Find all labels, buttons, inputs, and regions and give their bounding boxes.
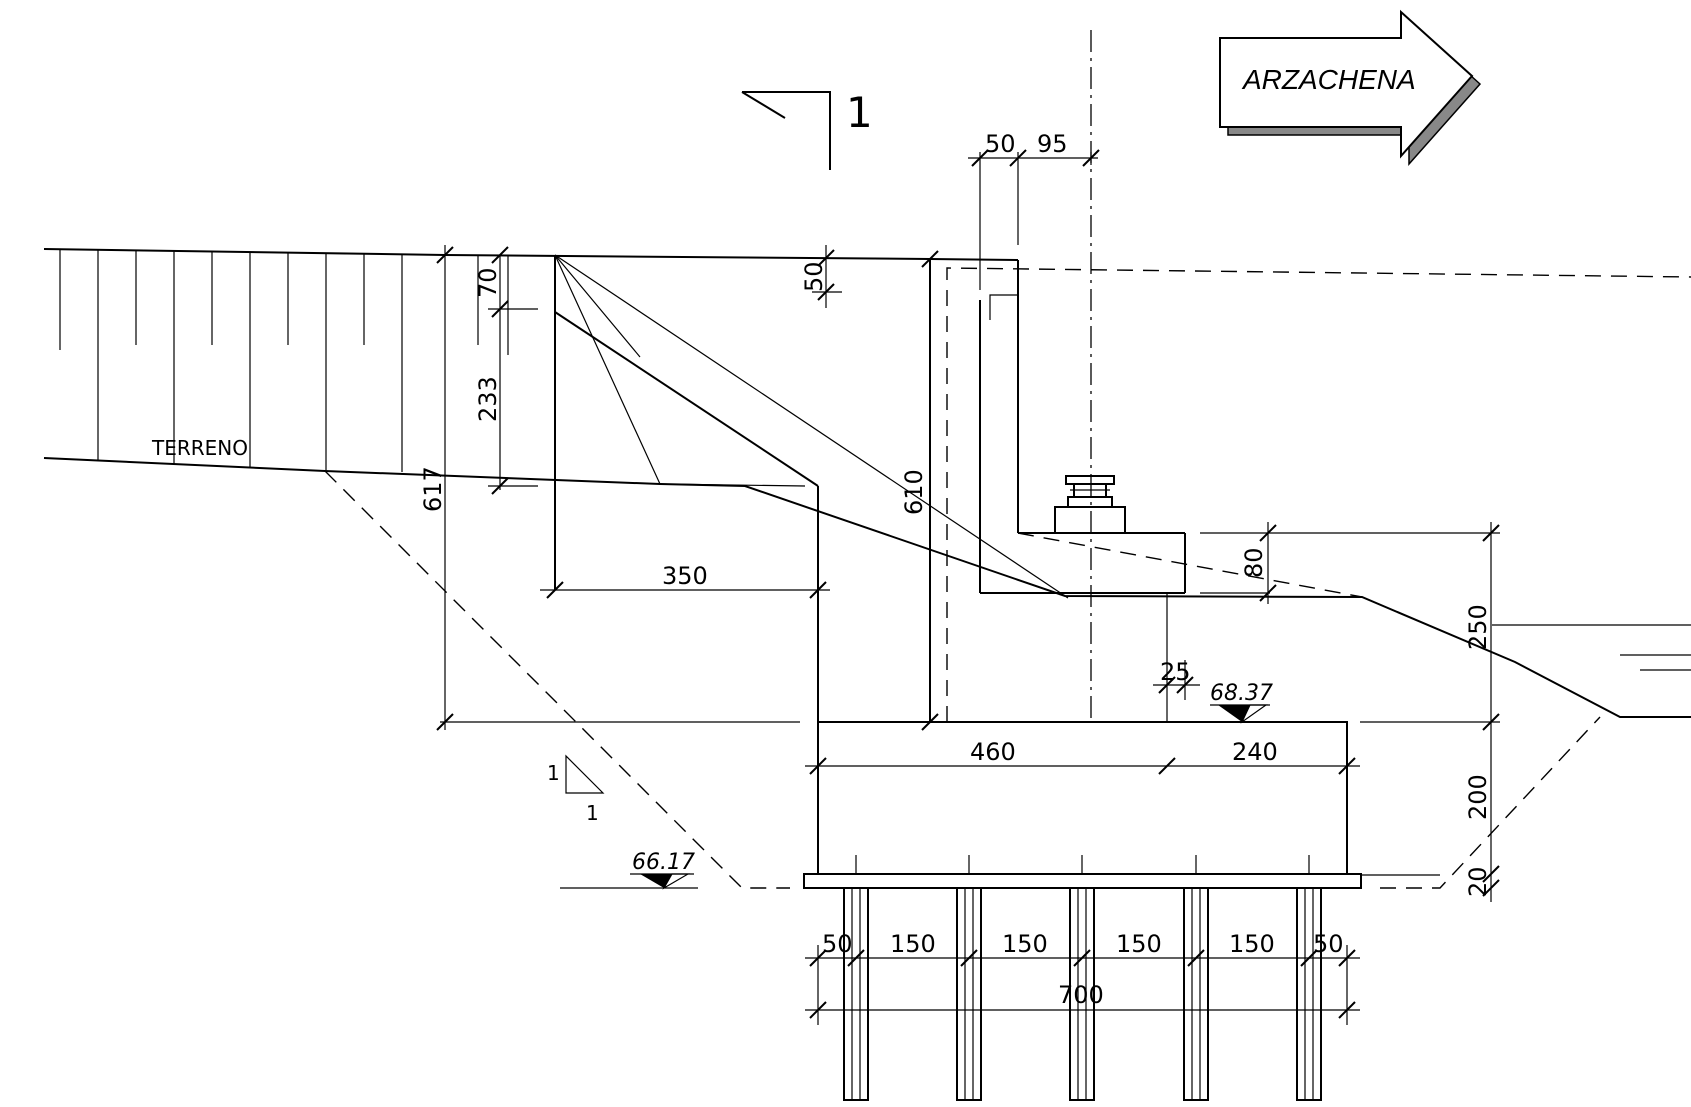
ground-hatching (43, 248, 509, 472)
slope-triangle (565, 754, 605, 794)
section-mark-arrow (741, 91, 831, 170)
pile-5 (1296, 855, 1322, 1101)
pile-3 (1069, 855, 1095, 1101)
dim-20: 20 (1464, 866, 1492, 897)
elevation-68-37: 68.37 (1210, 681, 1273, 706)
dim-700: 700 (1058, 981, 1104, 1009)
wing-wall (444, 254, 1069, 722)
slope-run: 1 (586, 801, 599, 825)
backfill-dashed-line (946, 267, 1691, 722)
piles (843, 855, 1322, 1101)
excavation-slope-right (1380, 716, 1601, 889)
dim-pile-50-right: 50 (1313, 930, 1344, 958)
inner-wall-outline (989, 294, 1018, 320)
dim-pile-150-a: 150 (890, 930, 936, 958)
dim-350-group (540, 581, 830, 599)
dim-25-group (1153, 660, 1200, 700)
backfill-inner-dashed (1017, 532, 1363, 598)
dim-80: 80 (1240, 547, 1268, 578)
dim-25: 25 (1160, 658, 1191, 686)
abutment-wall (929, 258, 1186, 722)
direction-arrow (1219, 9, 1482, 166)
dim-pile-150-d: 150 (1229, 930, 1275, 958)
bearing-device (1054, 475, 1126, 534)
dim-460-240-group (805, 757, 1360, 775)
dim-top-group (968, 149, 1100, 290)
dim-pile-150-c: 150 (1116, 930, 1162, 958)
pile-2 (956, 855, 982, 1101)
dim-pile-spacing-group (805, 945, 1360, 1025)
dim-70: 70 (474, 267, 502, 298)
elevation-marker-bottom (630, 873, 694, 890)
pile-1 (843, 855, 869, 1101)
direction-label: ARZACHENA (1241, 64, 1416, 95)
elevation-66-17: 66.17 (632, 850, 695, 875)
dim-200: 200 (1464, 774, 1492, 820)
dim-50-vert-group (812, 245, 842, 308)
dim-610-group (921, 250, 939, 731)
dim-pile-50-left: 50 (822, 930, 853, 958)
dim-617: 617 (419, 466, 447, 512)
dim-right-verticals (1200, 522, 1500, 902)
dim-250: 250 (1464, 604, 1492, 650)
dim-50-top: 50 (985, 130, 1016, 158)
dim-left-verticals (436, 245, 1500, 731)
dim-pile-150-b: 150 (1002, 930, 1048, 958)
excavation-slope-left (324, 470, 790, 889)
dim-233: 233 (474, 376, 502, 422)
dim-95-top: 95 (1037, 130, 1068, 158)
dim-350: 350 (662, 562, 708, 590)
slope-rise: 1 (547, 761, 560, 785)
dim-50-vert: 50 (800, 261, 828, 292)
terrain-profile-line (43, 457, 1691, 718)
elevation-marker-top (1210, 704, 1270, 724)
dim-610: 610 (900, 469, 928, 515)
dim-460: 460 (970, 738, 1016, 766)
section-mark-number: 1 (846, 88, 873, 137)
pile-4 (1183, 855, 1209, 1101)
ground-label: TERRENO (151, 436, 248, 460)
dim-240: 240 (1232, 738, 1278, 766)
